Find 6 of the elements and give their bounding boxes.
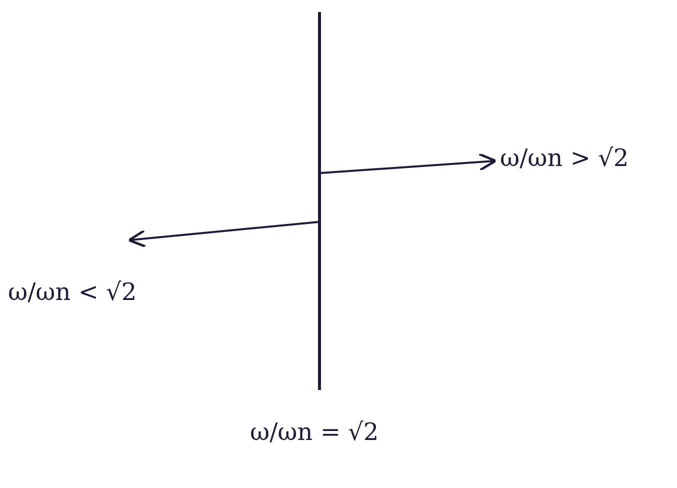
ratio-condition: ω/ωn > √2 xyxy=(500,144,629,172)
ratio-condition: ω/ωn < √2 xyxy=(8,278,137,306)
vertical-line xyxy=(318,12,321,390)
arrow xyxy=(128,221,318,248)
ratio-condition: ω/ωn = √2 xyxy=(250,418,379,446)
arrow xyxy=(320,152,497,174)
